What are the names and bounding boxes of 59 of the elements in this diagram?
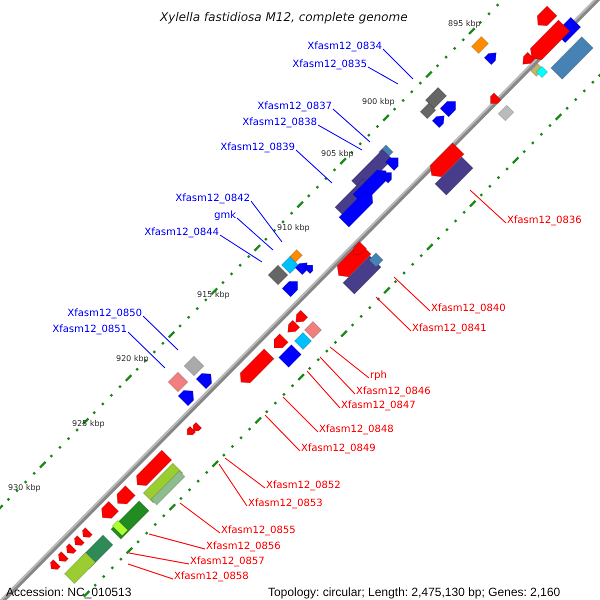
scale-label: 920 kbp [116,355,149,364]
accession-text: Accession: NC_010513 [6,586,132,600]
leader-line [296,150,332,184]
map-title: Xylella fastidiosa M12, complete genome [160,11,408,24]
leader-line [306,370,340,408]
gene-label: Xfasm12_0851 [52,324,127,335]
gene-label: Xfasm12_0853 [248,498,323,509]
scale-label: 925 kbp [72,420,105,429]
gene-label: gmk [214,210,236,221]
gene-label: Xfasm12_0849 [301,443,376,454]
scale-label: 930 kbp [8,484,41,493]
leader-line [394,276,430,312]
leader-line [382,48,414,80]
scale-label: 915 kbp [197,291,230,300]
leader-line [180,502,220,534]
leader-line [236,218,274,250]
leader-line [332,108,370,142]
leader-line [320,356,356,394]
gene-label: Xfasm12_0837 [257,101,332,112]
leader-line [224,458,266,488]
gene-label: Xfasm12_0852 [266,480,341,491]
scale-label: 910 kbp [277,224,310,233]
gene-label: Xfasm12_0855 [221,525,296,536]
gene-label: Xfasm12_0842 [175,193,250,204]
gene-label: Xfasm12_0846 [356,386,431,397]
leader-line [264,414,300,452]
gene-label: Xfasm12_0839 [220,142,295,153]
gene-label: Xfasm12_0850 [67,308,142,319]
leader-line [282,396,318,432]
gene-label: Xfasm12_0835 [292,59,367,70]
gene-label: Xfasm12_0838 [242,117,317,128]
leader-line [218,464,248,506]
leader-line [470,190,506,224]
leader-line [330,346,370,378]
scale-label: 895 kbp [448,20,481,29]
gene-label: rph [370,370,387,381]
leader-line [148,534,206,550]
gene-label: Xfasm12_0840 [431,303,506,314]
leader-line [128,552,190,564]
leader-line [128,332,166,368]
leader-line [368,66,398,84]
leader-line [376,296,412,332]
leader-line [318,124,362,150]
leader-line [142,316,178,350]
leader-line [128,564,174,580]
gene-label: Xfasm12_0857 [190,556,265,567]
gene-label: Xfasm12_0841 [412,323,487,334]
gene-label: Xfasm12_0858 [174,571,249,582]
scale-label: 900 kbp [362,98,395,107]
leader-line [250,200,282,242]
gene-label: Xfasm12_0834 [307,41,382,52]
gene-label: Xfasm12_0836 [507,215,582,226]
gene-label: Xfasm12_0844 [144,227,219,238]
scale-label: 905 kbp [321,150,354,159]
genome-summary-text: Topology: circular; Length: 2,475,130 bp; Genes: 2,160 [268,586,560,600]
gene-label: Xfasm12_0847 [341,400,416,411]
gene-label: Xfasm12_0848 [319,424,394,435]
leader-line [220,234,262,262]
gene-label: Xfasm12_0856 [206,541,281,552]
